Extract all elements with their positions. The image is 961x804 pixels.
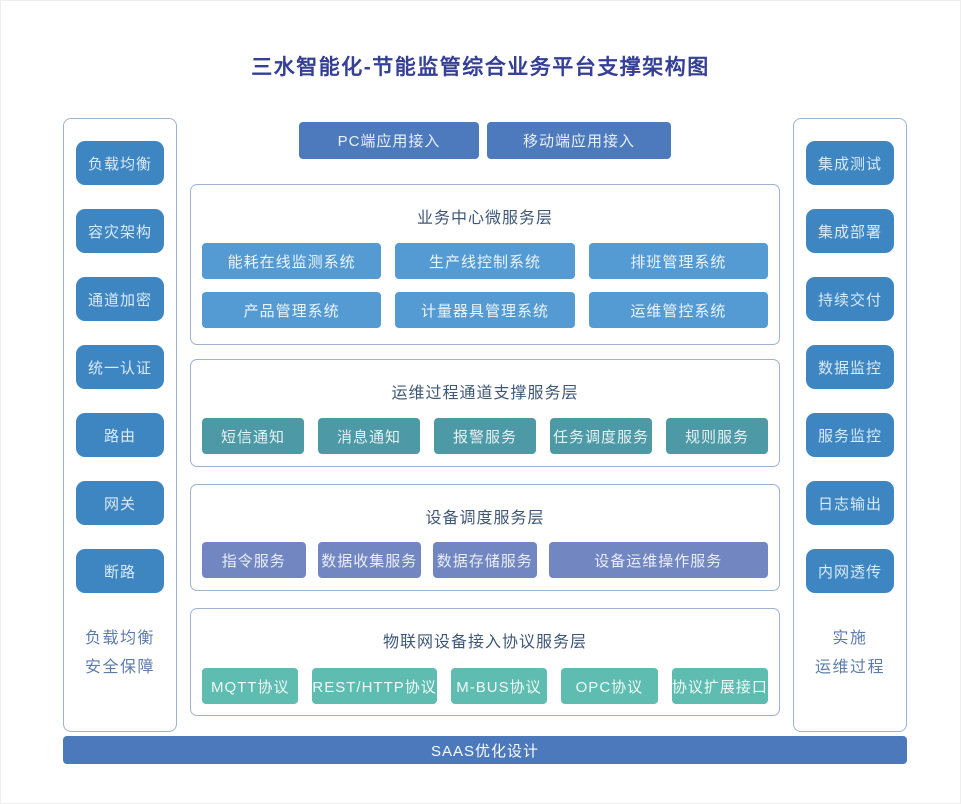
node-routing: 路由 <box>76 413 164 457</box>
layer-device-scheduling: 设备调度服务层 指令服务 数据收集服务 数据存储服务 设备运维操作服务 <box>190 484 780 591</box>
node-ops-control-system: 运维管控系统 <box>588 292 768 328</box>
left-panel-caption-line1: 负载均衡 <box>84 630 155 647</box>
layer-device-title: 设备调度服务层 <box>425 510 545 527</box>
saas-optimization-bar: SAAS优化设计 <box>63 736 907 764</box>
layer-iot-protocol-access: 物联网设备接入协议服务层 MQTT协议 REST/HTTP协议 M-BUS协议 … <box>190 608 780 716</box>
node-task-scheduling-service: 任务调度服务 <box>550 418 652 454</box>
layer-ops-channel-support: 运维过程通道支撑服务层 短信通知 消息通知 报警服务 任务调度服务 规则服务 <box>190 359 780 467</box>
left-panel-caption-line2: 安全保障 <box>84 659 155 676</box>
node-data-monitoring: 数据监控 <box>806 345 894 389</box>
layer-business-title: 业务中心微服务层 <box>416 210 553 227</box>
layer-protocol-title: 物联网设备接入协议服务层 <box>382 634 587 651</box>
node-production-line-control-system: 生产线控制系统 <box>395 243 575 279</box>
node-m-bus-protocol: M-BUS协议 <box>450 668 548 704</box>
node-energy-online-monitoring-system: 能耗在线监测系统 <box>202 243 382 279</box>
node-continuous-delivery: 持续交付 <box>806 277 894 321</box>
node-rest-http-protocol: REST/HTTP协议 <box>312 668 437 704</box>
node-product-management-system: 产品管理系统 <box>202 292 382 328</box>
left-panel: 负载均衡 容灾架构 通道加密 统一认证 路由 网关 断路 负载均衡 安全保障 <box>63 118 177 732</box>
layer-channel-title: 运维过程通道支撑服务层 <box>391 385 579 402</box>
node-integration-test: 集成测试 <box>806 141 894 185</box>
left-panel-caption: 负载均衡 安全保障 <box>64 624 176 682</box>
layer-business-row1: 能耗在线监测系统 生产线控制系统 排班管理系统 <box>191 243 779 279</box>
access-button-row: PC端应用接入 移动端应用接入 <box>190 122 780 159</box>
right-panel-caption-line2: 运维过程 <box>814 659 885 676</box>
mobile-access-node: 移动端应用接入 <box>487 122 671 159</box>
node-data-collection-service: 数据收集服务 <box>317 542 422 578</box>
layer-business-row2: 产品管理系统 计量器具管理系统 运维管控系统 <box>191 292 779 328</box>
left-panel-boxes: 负载均衡 容灾架构 通道加密 统一认证 路由 网关 断路 <box>64 119 176 593</box>
node-service-monitoring: 服务监控 <box>806 413 894 457</box>
node-alarm-service: 报警服务 <box>434 418 536 454</box>
layer-channel-row: 短信通知 消息通知 报警服务 任务调度服务 规则服务 <box>191 418 779 454</box>
right-panel-caption-line1: 实施 <box>832 630 868 647</box>
pc-access-node: PC端应用接入 <box>299 122 479 159</box>
node-intranet-passthrough: 内网透传 <box>806 549 894 593</box>
page-title: 三水智能化-节能监管综合业务平台支撑架构图 <box>251 56 710 79</box>
node-load-balancing: 负载均衡 <box>76 141 164 185</box>
node-data-storage-service: 数据存储服务 <box>433 542 537 578</box>
node-log-output: 日志输出 <box>806 481 894 525</box>
node-circuit-break: 断路 <box>76 549 164 593</box>
node-integration-deploy: 集成部署 <box>806 209 894 253</box>
node-opc-protocol: OPC协议 <box>561 668 658 704</box>
node-metering-device-management-system: 计量器具管理系统 <box>395 292 575 328</box>
layer-protocol-row: MQTT协议 REST/HTTP协议 M-BUS协议 OPC协议 协议扩展接口 <box>191 668 779 704</box>
layer-device-row: 指令服务 数据收集服务 数据存储服务 设备运维操作服务 <box>191 542 779 578</box>
right-panel-boxes: 集成测试 集成部署 持续交付 数据监控 服务监控 日志输出 内网透传 <box>794 119 906 593</box>
node-rule-service: 规则服务 <box>666 418 768 454</box>
node-gateway: 网关 <box>76 481 164 525</box>
node-device-ops-operation-service: 设备运维操作服务 <box>548 542 768 578</box>
node-protocol-extension-interface: 协议扩展接口 <box>671 668 769 704</box>
layer-business-microservices: 业务中心微服务层 能耗在线监测系统 生产线控制系统 排班管理系统 产品管理系统 … <box>190 184 780 345</box>
node-unified-auth: 统一认证 <box>76 345 164 389</box>
node-message-notification: 消息通知 <box>318 418 420 454</box>
node-mqtt-protocol: MQTT协议 <box>202 668 299 704</box>
node-shift-management-system: 排班管理系统 <box>588 243 768 279</box>
node-channel-encryption: 通道加密 <box>76 277 164 321</box>
node-command-service: 指令服务 <box>202 542 306 578</box>
right-panel-caption: 实施 运维过程 <box>794 624 906 682</box>
node-sms-notification: 短信通知 <box>202 418 304 454</box>
node-disaster-recovery: 容灾架构 <box>76 209 164 253</box>
right-panel: 集成测试 集成部署 持续交付 数据监控 服务监控 日志输出 内网透传 实施 运维… <box>793 118 907 732</box>
